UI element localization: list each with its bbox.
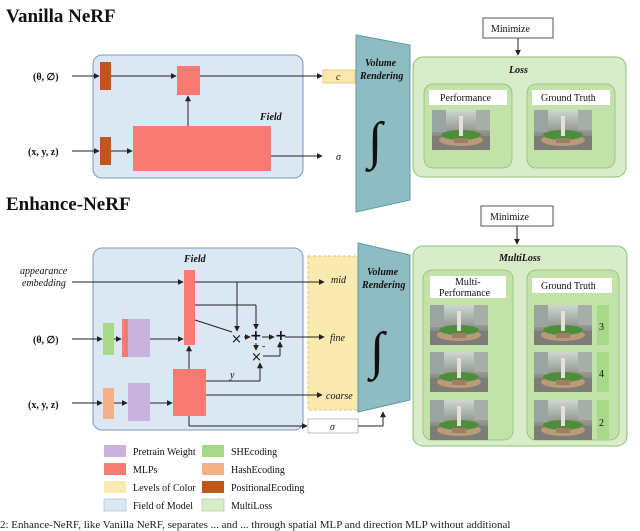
enhance-row-number-1: 3 [599, 322, 604, 333]
vanilla-output-c-label: c [336, 72, 341, 83]
enhance-ground-truth-image-1 [534, 305, 592, 345]
vanilla-title: Vanilla NeRF [6, 6, 116, 27]
svg-text:Levels of Color: Levels of Color [133, 483, 196, 494]
vanilla-volume-label-1: Volume [365, 58, 397, 69]
vanilla-minimize-label: Minimize [491, 24, 530, 35]
enhance-minimize-label: Minimize [490, 212, 529, 223]
svg-text:Pretrain Weight: Pretrain Weight [133, 447, 196, 458]
legend-item-sh-encoding: SHEcoding [202, 445, 277, 458]
vanilla-pos-positional-encoding [100, 137, 111, 165]
vanilla-output-c [322, 69, 356, 84]
enhance-performance-image-2 [430, 352, 488, 392]
enhance-sh-encoding [103, 323, 114, 355]
enhance-multiply-node-2: × [251, 350, 262, 365]
vanilla-performance-label: Performance [440, 93, 492, 104]
vanilla-loss: Minimize Loss Performance Ground Truth [412, 17, 627, 178]
enhance-multi-performance-label-1: Multi- [455, 277, 481, 288]
enhance-output-mid: mid [331, 275, 347, 286]
vanilla-field-label: Field [259, 112, 283, 123]
svg-text:×: × [231, 332, 242, 347]
vanilla-field: Field [92, 54, 304, 179]
svg-text:HashEcoding: HashEcoding [231, 465, 285, 476]
svg-text:Field of Model: Field of Model [133, 501, 193, 512]
legend-item-pretrain-weight: Pretrain Weight [104, 445, 196, 458]
svg-text:+: + [250, 328, 262, 344]
enhance-input-direction: (θ, ∅) [33, 335, 59, 346]
enhance-multi-performance-label-2: Performance [439, 288, 491, 299]
vanilla-spatial-mlp [133, 126, 271, 171]
enhance-add-node-1: + [250, 328, 262, 344]
enhance-minus-label: - [262, 341, 265, 352]
legend-item-hash-encoding: HashEcoding [202, 463, 285, 476]
enhance-ground-truth-image-2 [534, 352, 592, 392]
svg-text:×: × [251, 350, 262, 365]
enhance-output-fine: fine [330, 333, 346, 344]
enhance-loss-title: MultiLoss [498, 253, 541, 264]
enhance-row-number-3: 2 [599, 418, 604, 429]
enhance-performance-image-1 [430, 305, 488, 345]
vanilla-color-mlp [177, 66, 200, 95]
enhance-ground-truth-image-3 [534, 400, 592, 440]
vanilla-integral-symbol: ∫ [365, 113, 385, 172]
enhance-appearance-mlp [184, 270, 195, 345]
vanilla-volume-label-2: Rendering [359, 71, 403, 82]
svg-text:MultiLoss: MultiLoss [231, 501, 272, 512]
enhance-output-coarse: coarse [326, 391, 353, 402]
enhance-integral-symbol: ∫ [367, 323, 387, 382]
enhance-row-number-2: 4 [599, 369, 604, 380]
svg-text:SHEcoding: SHEcoding [231, 447, 277, 458]
svg-text:+: + [275, 328, 287, 344]
vanilla-outputs: c σ [200, 69, 356, 163]
enhance-hash-encoding [103, 388, 114, 419]
vanilla-ground-truth-label: Ground Truth [541, 93, 596, 104]
enhance-input-appearance-1: appearance [20, 266, 68, 277]
enhance-volume-rendering: Volume Rendering ∫ [357, 242, 411, 413]
enhance-volume-label-1: Volume [367, 267, 399, 278]
legend-item-mlps: MLPs [104, 463, 158, 476]
legend-item-levels-of-color: Levels of Color [104, 481, 196, 494]
enhance-output-sigma: σ [330, 422, 336, 433]
enhance-multiloss: Minimize MultiLoss Multi- Performance Gr… [412, 205, 628, 447]
enhance-levels-of-color: mid fine coarse σ [307, 255, 359, 434]
vanilla-input-direction: (θ, ∅) [33, 72, 59, 83]
enhance-performance-image-3 [430, 400, 488, 440]
figure-caption: 2: Enhance-NeRF, like Vanilla NeRF, sepa… [0, 519, 511, 531]
vanilla-output-sigma-label: σ [336, 152, 342, 163]
vanilla-ground-truth-image [534, 110, 592, 150]
legend: Pretrain Weight SHEcoding MLPs HashEcodi… [103, 445, 304, 512]
enhance-field-label: Field [183, 254, 207, 265]
vanilla-input-position: (x, y, z) [28, 147, 59, 158]
enhance-input-position: (x, y, z) [28, 400, 59, 411]
vanilla-dir-positional-encoding [100, 62, 111, 90]
enhance-spatial-mlp [173, 369, 206, 416]
enhance-dir-mlp-accent [122, 319, 128, 357]
vanilla-volume-rendering: Volume Rendering ∫ [355, 34, 411, 213]
enhance-field: Field × + × + [92, 247, 304, 431]
vanilla-loss-title: Loss [508, 65, 528, 76]
enhance-multiply-node-1: × [231, 332, 242, 347]
enhance-pos-pretrain [128, 383, 150, 421]
vanilla-output-sigma [323, 150, 355, 162]
legend-item-positional-encoding: PositionalEcoding [202, 481, 304, 494]
svg-text:PositionalEcoding: PositionalEcoding [231, 483, 304, 494]
svg-text:MLPs: MLPs [133, 465, 158, 476]
vanilla-performance-image [432, 110, 490, 150]
legend-item-multiloss: MultiLoss [201, 498, 272, 512]
legend-item-field-of-model: Field of Model [103, 498, 193, 512]
enhance-volume-label-2: Rendering [361, 280, 405, 291]
figure-canvas: Vanilla NeRF Field (θ, ∅) (x, y, z) c σ … [6, 6, 628, 512]
enhance-input-appearance-2: embedding [22, 278, 66, 289]
enhance-y-label: y [229, 370, 235, 381]
enhance-add-node-2: + [275, 328, 287, 344]
enhance-title: Enhance-NeRF [6, 194, 131, 215]
enhance-ground-truth-label: Ground Truth [541, 281, 596, 292]
enhance-dir-pretrain [128, 319, 150, 357]
